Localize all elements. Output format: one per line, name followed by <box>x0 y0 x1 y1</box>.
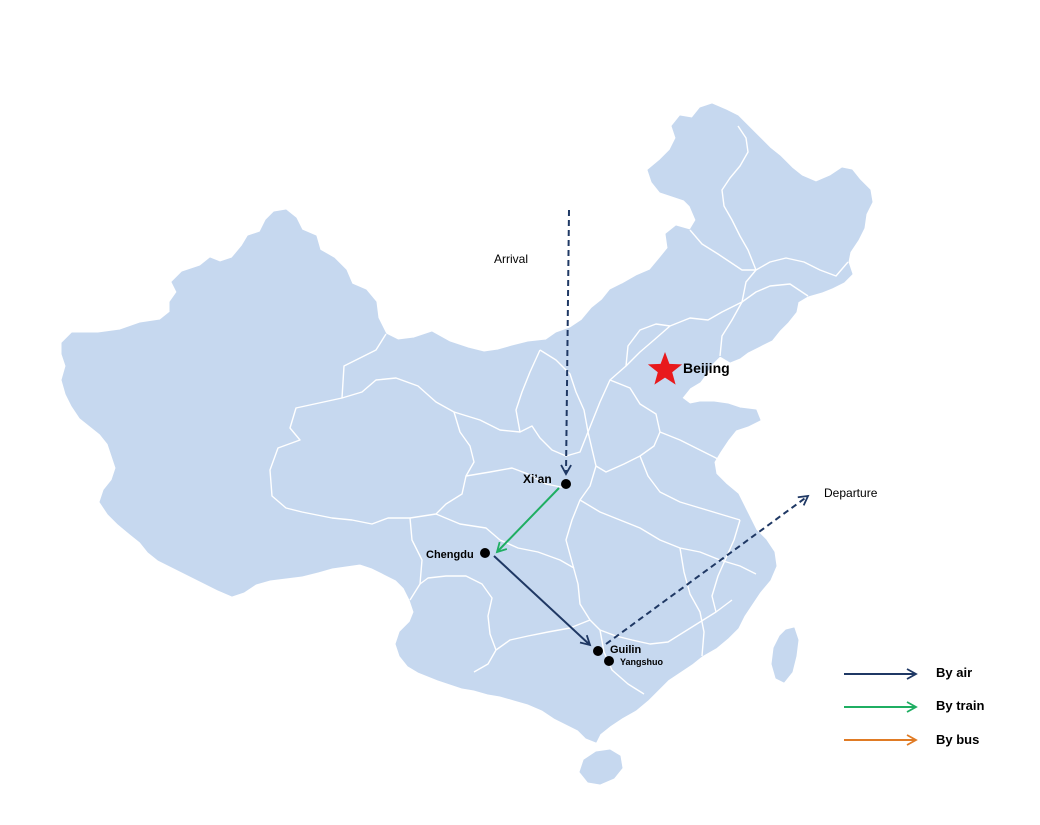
legend: By air By train By bus <box>844 665 984 747</box>
legend-label-bus: By bus <box>936 732 979 747</box>
yangshuo-dot-icon <box>604 656 614 666</box>
arrival-label: Arrival <box>494 252 528 266</box>
beijing-star-icon <box>647 352 683 385</box>
legend-label-air: By air <box>936 665 972 680</box>
hainan-island <box>579 749 623 785</box>
legend-item-air: By air <box>844 665 972 680</box>
city-label-xian: Xi’an <box>523 472 552 486</box>
chengdu-dot-icon <box>480 548 490 558</box>
departure-label: Departure <box>824 486 878 500</box>
city-label-guilin: Guilin <box>610 644 641 656</box>
city-label-yangshuo: Yangshuo <box>620 657 664 667</box>
route-xian-to-chengdu <box>495 487 560 554</box>
routes-layer <box>493 209 810 647</box>
city-label-chengdu: Chengdu <box>426 549 474 561</box>
xian-dot-icon <box>561 479 571 489</box>
guilin-dot-icon <box>593 646 603 656</box>
legend-label-train: By train <box>936 698 984 713</box>
legend-item-train: By train <box>844 698 984 713</box>
route-chengdu-to-guilin <box>493 555 592 647</box>
route-guilin-to-departure <box>605 494 810 645</box>
province-borders <box>269 125 849 695</box>
china-mainland <box>61 103 873 743</box>
taiwan-island <box>771 627 799 683</box>
city-label-beijing: Beijing <box>683 360 730 376</box>
legend-item-bus: By bus <box>844 732 979 747</box>
route-arrival-to-xian <box>560 209 572 476</box>
